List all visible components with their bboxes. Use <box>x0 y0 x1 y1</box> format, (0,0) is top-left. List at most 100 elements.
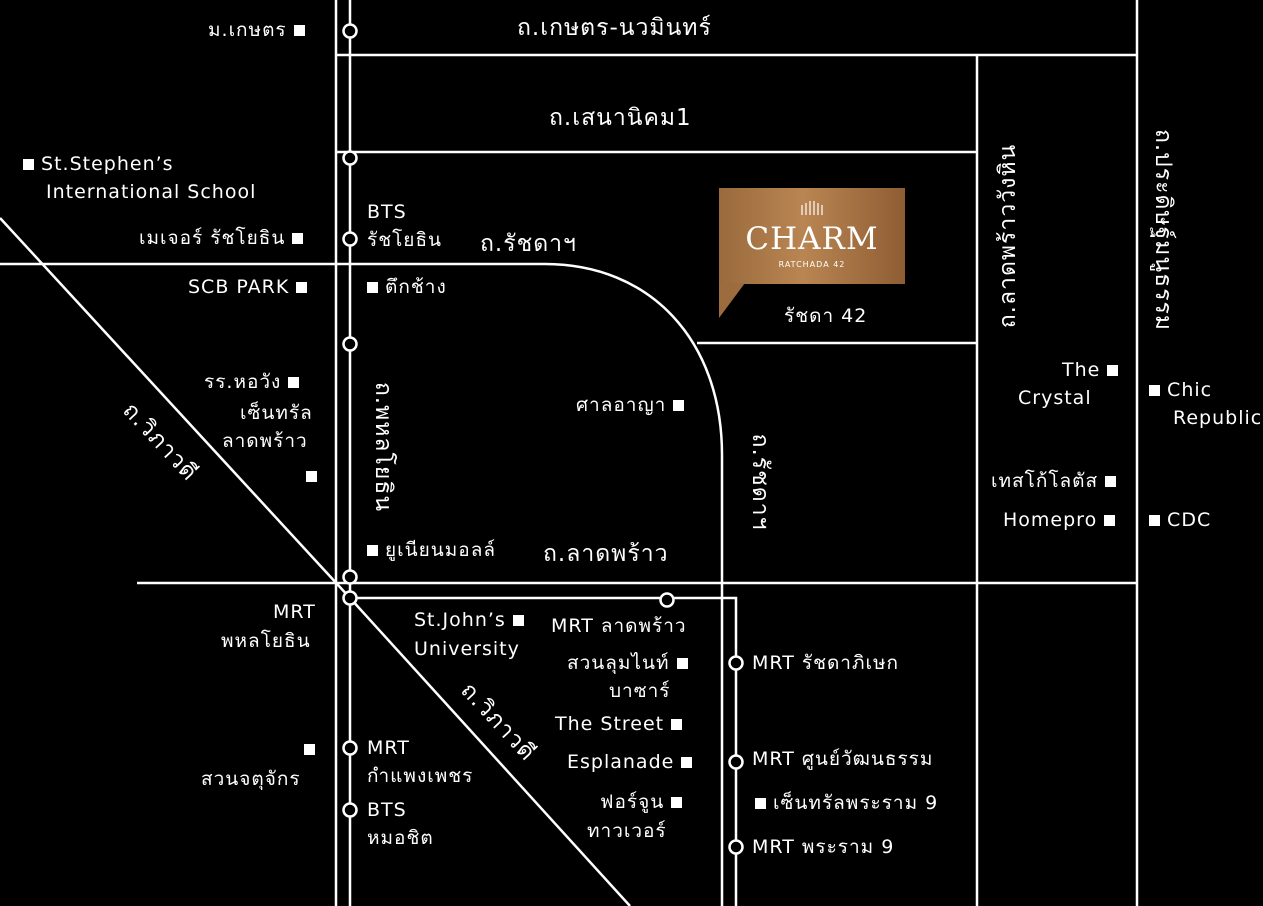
landmark-tesco-lotus: เทสโก้โลตัส <box>991 467 1117 495</box>
station-circle <box>342 590 358 606</box>
station-circle <box>342 740 358 756</box>
station-mrt-cultural: MRT ศูนย์วัฒนธรรม <box>752 748 934 770</box>
mrt-line <box>350 596 738 906</box>
landmark-fortune-tower-line2: ทาวเวอร์ <box>587 820 667 842</box>
landmark-scb-park: SCB PARK <box>188 273 308 301</box>
landmark-text: Esplanade <box>567 751 675 773</box>
landmark-text: เมเจอร์ รัชโยธิน <box>139 227 286 249</box>
landmark-marker-icon <box>671 797 683 808</box>
landmark-fortune-tower: ฟอร์จูน <box>600 788 683 816</box>
station-bts-ratchayothin: BTS <box>367 201 407 223</box>
landmark-lumpini-bazaar-line2: บาซาร์ <box>609 680 671 702</box>
charm-logo: CHARM RATCHADA 42 <box>719 188 905 284</box>
logo-pointer <box>719 283 745 318</box>
landmark-central-rama9: เซ็นทรัลพระราม 9 <box>755 789 938 817</box>
ratchada-road <box>0 262 724 906</box>
station-mrt-ladprao: MRT ลาดพร้าว <box>551 615 687 637</box>
station-circle <box>342 569 358 585</box>
landmark-chatuchak: สวนจตุจักร <box>201 768 301 790</box>
landmark-marker-icon <box>676 658 688 669</box>
landmark-text: ตึกช้าง <box>385 276 447 298</box>
landmark-text: Chic <box>1167 379 1213 401</box>
station-circle <box>342 802 358 818</box>
landmark-central-ladprao-line2: ลาดพร้าว <box>222 430 308 452</box>
landmark-marker-icon <box>755 798 766 809</box>
road-label-ladprao: ถ.ลาดพร้าว <box>543 541 669 567</box>
landmark-kasetsart: ม.เกษตร <box>208 16 305 44</box>
landmark-st-johns: St.John’s <box>414 606 524 634</box>
road-label-kaset-nawamin: ถ.เกษตร-นวมินทร์ <box>517 15 712 41</box>
landmark-st-johns-line2: University <box>414 638 520 660</box>
road-label-senanikom: ถ.เสนานิคม1 <box>549 105 692 131</box>
station-bts-mochit-line2: หมอชิต <box>367 827 434 849</box>
landmark-text: St.John’s <box>414 609 506 631</box>
landmark-horwang: รร.หอวัง <box>204 368 300 396</box>
station-circle <box>728 754 744 770</box>
station-bts-ratchayothin-line2: รัชโยธิน <box>367 229 443 251</box>
landmark-marker-icon <box>367 545 378 556</box>
landmark-esplanade: Esplanade <box>567 748 693 776</box>
landmark-text: เทสโก้โลตัส <box>991 470 1099 492</box>
vibhavadi-road-lower <box>349 597 631 906</box>
landmark-text: สวนลุมไนท์ <box>567 652 670 674</box>
station-circle <box>728 839 744 855</box>
station-mrt-phahon-line2: พหลโยธิน <box>221 630 311 652</box>
landmark-marker-icon <box>681 757 693 768</box>
station-circle <box>342 23 358 39</box>
road-label-phahon: ถ.พหลโยธิน <box>370 381 396 513</box>
project-name: CHARM <box>745 221 879 257</box>
station-mrt-kamphaeng-line2: กำแพงเพชร <box>367 765 474 787</box>
station-mrt-kamphaeng: MRT <box>367 737 410 759</box>
road-label-pradit-manutham: ถ.ประดิษฐ์มนูธรรม <box>1150 128 1176 332</box>
landmark-marker-icon <box>296 282 308 293</box>
landmark-marker-icon <box>1149 515 1160 526</box>
vibhavadi-road-upper <box>0 217 351 599</box>
landmark-text: ศาลอาญา <box>576 394 667 416</box>
station-bts-mochit: BTS <box>367 799 407 821</box>
landmark-marker-icon <box>512 615 524 626</box>
landmark-the-crystal: The <box>1062 356 1119 384</box>
landmark-marker-icon <box>293 25 305 36</box>
station-mrt-rama9: MRT พระราม 9 <box>752 836 895 858</box>
landmark-text: เซ็นทรัลพระราม 9 <box>773 792 939 814</box>
landmark-homepro: Homepro <box>1003 506 1116 534</box>
station-mrt-phahon: MRT <box>273 601 316 623</box>
station-circle <box>342 231 358 247</box>
landmark-text: CDC <box>1167 509 1212 531</box>
landmark-major: เมเจอร์ รัชโยธิน <box>139 224 304 252</box>
landmark-marker-icon <box>23 159 34 170</box>
landmark-central-marker <box>306 462 317 490</box>
landmark-text: The <box>1062 359 1101 381</box>
road-label-ratchada-h: ถ.รัชดาฯ <box>480 231 577 257</box>
station-mrt-ratchada: MRT รัชดาภิเษก <box>752 652 900 674</box>
landmark-elephant-building: ตึกช้าง <box>367 273 447 301</box>
project-subtitle: RATCHADA 42 <box>778 260 846 269</box>
landmark-marker-icon <box>288 377 300 388</box>
landmark-lumpini-bazaar: สวนลุมไนท์ <box>567 649 688 677</box>
landmark-text: The Street <box>555 713 665 735</box>
station-circle <box>342 150 358 166</box>
station-circle <box>728 655 744 671</box>
landmark-text: รร.หอวัง <box>204 371 282 393</box>
road-label-ratchada-v: ถ.รัชดาฯ <box>747 433 773 531</box>
landmark-marker-icon <box>1107 365 1119 376</box>
landmark-chic-republic: Chic <box>1149 376 1212 404</box>
station-circle <box>342 336 358 352</box>
landmark-marker-icon <box>1105 476 1117 487</box>
landmark-marker-icon <box>306 471 317 482</box>
landmark-chic-republic-line2: Republic <box>1173 407 1263 429</box>
landmark-marker-icon <box>673 400 685 411</box>
landmark-criminal-court: ศาลอาญา <box>576 391 685 419</box>
landmark-st-stephens: St.Stephen’s <box>23 150 174 178</box>
landmark-text: SCB PARK <box>188 276 290 298</box>
landmark-marker-icon <box>292 233 304 244</box>
landmark-the-street: The Street <box>555 710 683 738</box>
landmark-cdc: CDC <box>1149 506 1211 534</box>
road-label-ladprao-wanghin: ถ.ลาดพร้าววังหิน <box>995 143 1021 329</box>
landmark-marker-icon <box>304 744 315 755</box>
landmark-chatuchak-marker <box>304 735 315 763</box>
landmark-text: St.Stephen’s <box>41 153 174 175</box>
landmark-union-mall: ยูเนียนมอลล์ <box>367 536 496 564</box>
